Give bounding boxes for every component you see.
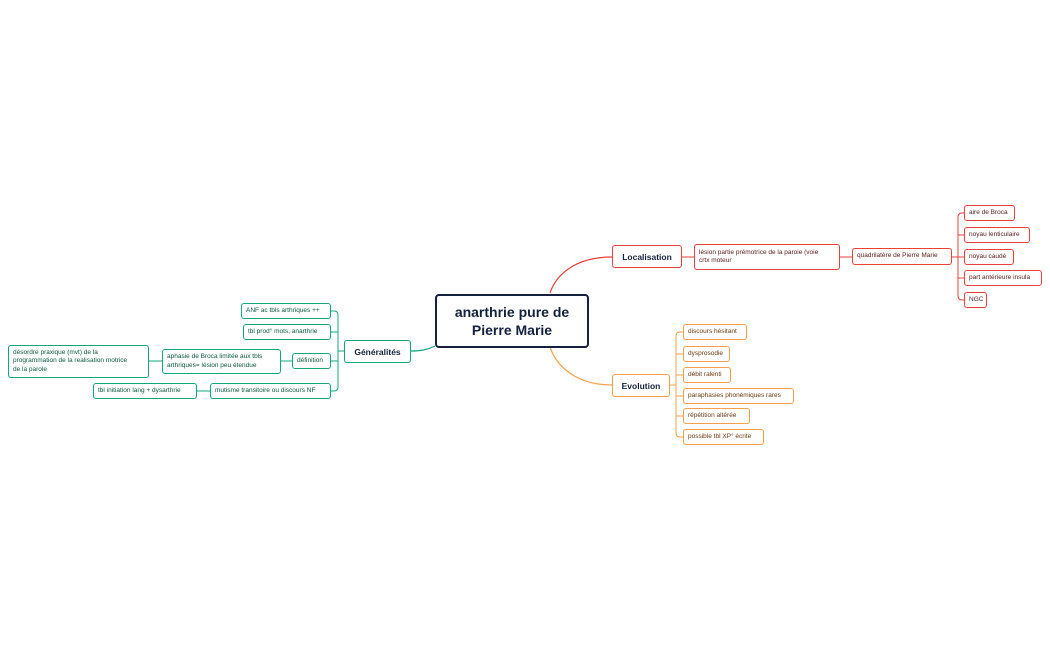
node-discours-hesitant[interactable]: discours hésitant	[683, 324, 747, 340]
node-paraphasies[interactable]: paraphasies phonémiques rares	[683, 388, 794, 404]
node-mutisme-transitoire[interactable]: mutisme transitoire ou discours NF	[210, 383, 331, 399]
node-aire-broca[interactable]: aire de Broca	[964, 205, 1015, 221]
node-desordre-praxique[interactable]: désordre praxique (mvt) de la programmat…	[8, 345, 149, 378]
node-dysprosodie[interactable]: dysprosodie	[683, 346, 730, 362]
node-quadrilatere-pierre-marie[interactable]: quadrilatère de Pierre Marie	[852, 248, 952, 265]
branch-generalites[interactable]: Généralités	[344, 340, 411, 363]
connector-generalites-children	[331, 310, 339, 392]
connector-evolution-children	[675, 331, 683, 438]
node-repetition-alteree[interactable]: répétition altérée	[683, 408, 750, 424]
node-ngc[interactable]: NGC	[964, 292, 987, 308]
root-topic[interactable]: anarthrie pure de Pierre Marie	[435, 294, 589, 348]
node-part-anterieure-insula[interactable]: part antérieure insula	[964, 270, 1042, 286]
node-lesion-premotrice[interactable]: lésion partie prémotrice de la paroie (v…	[694, 244, 840, 270]
node-tbl-prod-mots[interactable]: tbl prod° mots, anarthrie	[243, 324, 331, 340]
node-noyau-caude[interactable]: noyau caudé	[964, 249, 1014, 265]
node-tbl-xp-ecrite[interactable]: possible tbl XP° écrite	[683, 429, 764, 445]
node-anf-tbls-arthriques[interactable]: ANF ac tbls arthriques ++	[241, 303, 331, 319]
connector-root-localisation	[549, 256, 613, 294]
branch-evolution[interactable]: Evolution	[612, 374, 670, 397]
node-definition[interactable]: définition	[292, 353, 331, 369]
connector-root-evolution	[549, 346, 613, 386]
node-noyau-lenticulaire[interactable]: noyau lenticulaire	[964, 227, 1030, 243]
node-tbl-initiation-lang[interactable]: tbl initiation lang + dysarthrie	[93, 383, 197, 399]
branch-localisation[interactable]: Localisation	[612, 245, 682, 268]
node-debit-ralenti[interactable]: débit ralenti	[683, 367, 731, 383]
node-aphasie-broca[interactable]: aphasie de Broca limitée aux tbls arthri…	[162, 349, 281, 374]
connector-quadrilatere-children	[957, 212, 964, 301]
connector-root-generalites	[410, 345, 436, 352]
